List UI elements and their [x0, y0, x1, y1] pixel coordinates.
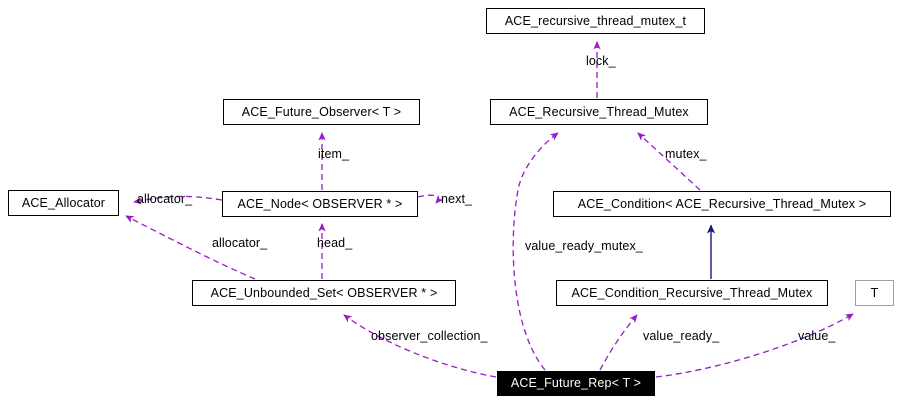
edge-label-lock: lock_	[586, 54, 616, 68]
edge-label-value-ready-mutex: value_ready_mutex_	[525, 239, 643, 253]
node-label: ACE_recursive_thread_mutex_t	[504, 13, 687, 28]
edge-label-value-ready: value_ready_	[643, 329, 720, 343]
edge-value-ready	[599, 314, 638, 371]
node-label: ACE_Node< OBSERVER * >	[237, 196, 403, 211]
node-label: ACE_Allocator	[21, 195, 106, 210]
node-ace-unbounded-set[interactable]: ACE_Unbounded_Set< OBSERVER * >	[192, 280, 456, 306]
node-label: ACE_Future_Rep< T >	[510, 376, 642, 391]
edge-label-observer-collection: observer_collection_	[371, 329, 488, 343]
node-ace-allocator[interactable]: ACE_Allocator	[8, 190, 119, 216]
node-ace-recursive-thread-mutex[interactable]: ACE_Recursive_Thread_Mutex	[490, 99, 708, 125]
node-label: ACE_Unbounded_Set< OBSERVER * >	[210, 285, 438, 300]
edge-label-value: value_	[798, 329, 836, 343]
edge-label-head: head_	[317, 236, 353, 250]
edge-value	[655, 313, 854, 378]
node-ace-condition-template[interactable]: ACE_Condition< ACE_Recursive_Thread_Mute…	[553, 191, 891, 217]
node-label: ACE_Condition< ACE_Recursive_Thread_Mute…	[577, 196, 867, 211]
edge-label-allocator-set: allocator_	[212, 236, 268, 250]
node-label: T	[870, 285, 879, 300]
edge-label-mutex: mutex_	[665, 147, 707, 161]
edge-observer-collection	[343, 314, 497, 378]
edge-label-item: item_	[318, 147, 350, 161]
node-ace-future-rep[interactable]: ACE_Future_Rep< T >	[497, 371, 655, 396]
node-ace-recursive-thread-mutex-t[interactable]: ACE_recursive_thread_mutex_t	[486, 8, 705, 34]
edge-mutex	[637, 132, 701, 191]
node-label: ACE_Recursive_Thread_Mutex	[509, 104, 689, 119]
edge-label-allocator-node: allocator_	[137, 192, 193, 206]
node-label: ACE_Condition_Recursive_Thread_Mutex	[571, 285, 813, 300]
edge-next	[417, 194, 444, 204]
node-template-param-t[interactable]: T	[855, 280, 894, 306]
node-ace-node-observer[interactable]: ACE_Node< OBSERVER * >	[222, 191, 418, 217]
edge-label-next: next_	[441, 192, 473, 206]
node-ace-condition-recursive-thread-mutex[interactable]: ACE_Condition_Recursive_Thread_Mutex	[556, 280, 828, 306]
node-label: ACE_Future_Observer< T >	[241, 104, 402, 119]
node-ace-future-observer[interactable]: ACE_Future_Observer< T >	[223, 99, 420, 125]
